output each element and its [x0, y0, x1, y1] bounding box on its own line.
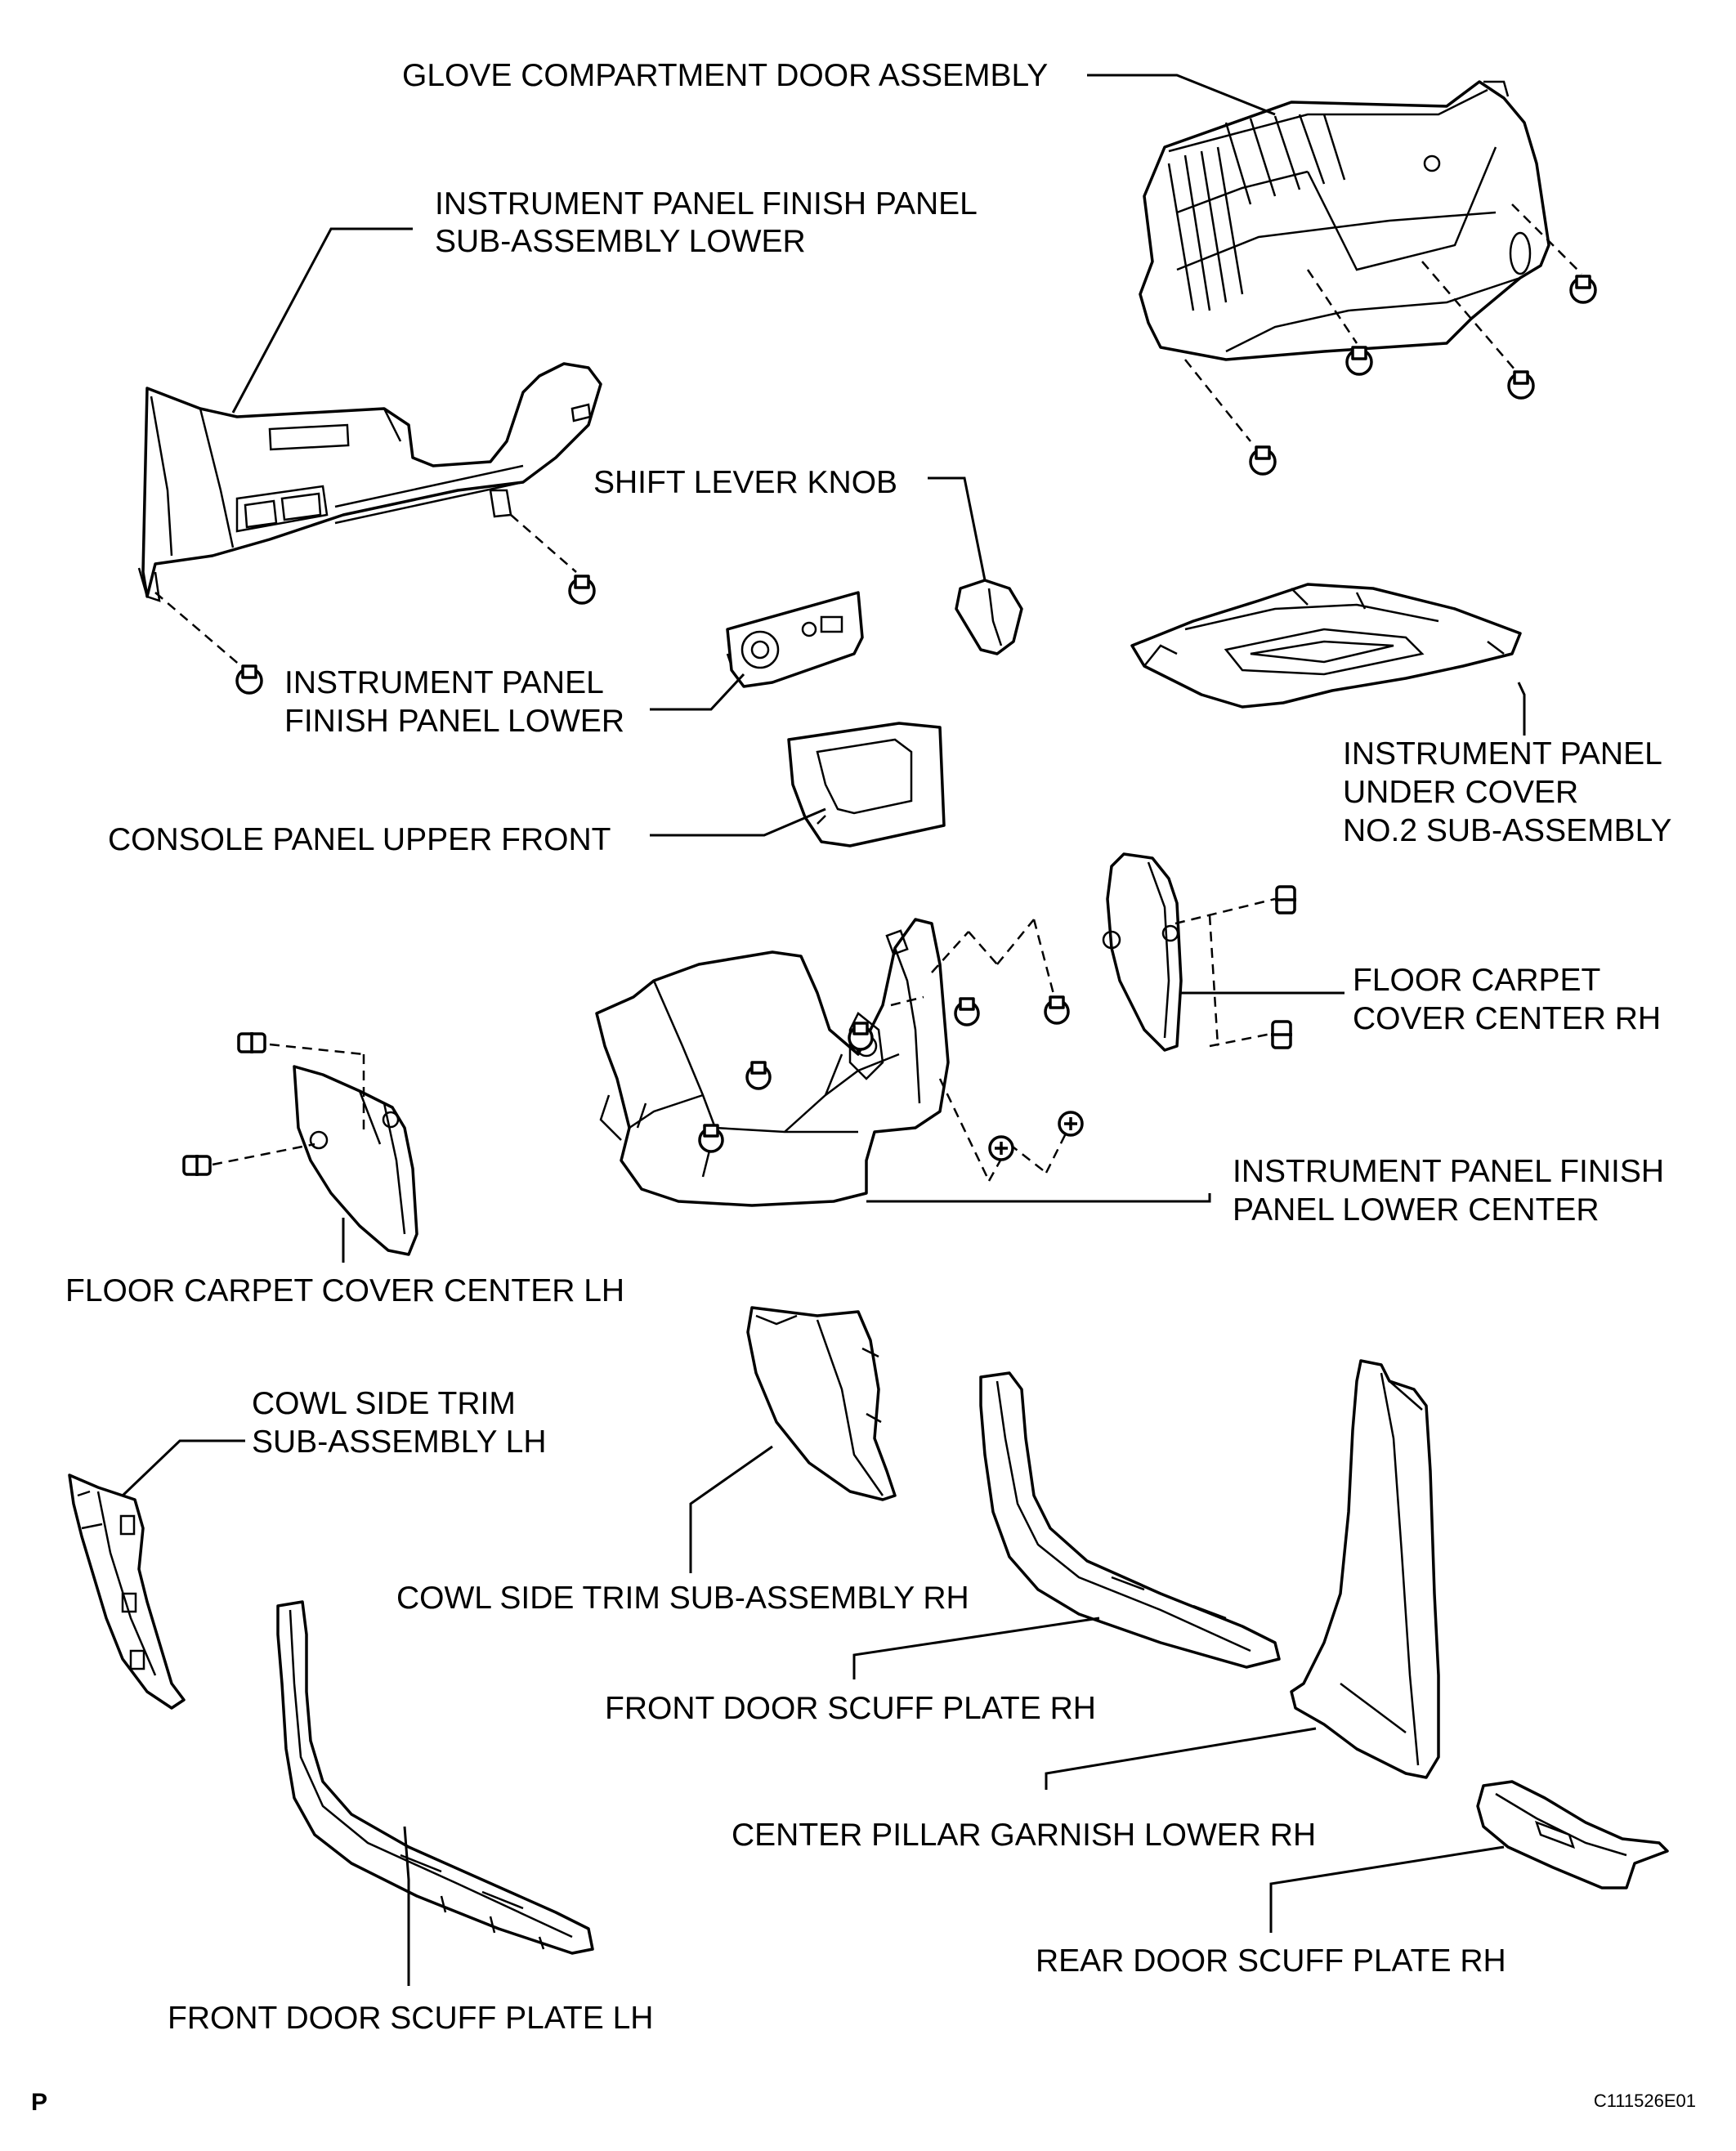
cowl-side-trim-lh — [68, 1474, 186, 1710]
front-door-scuff-plate-lh — [276, 1600, 594, 1955]
floor-carpet-lh-clips — [182, 1032, 365, 1176]
label-ip-finish-panel-sub-lower-line2: SUB-ASSEMBLY LOWER — [435, 224, 806, 259]
label-rear-door-scuff-rh: REAR DOOR SCUFF PLATE RH — [1036, 1943, 1506, 1979]
label-ip-finish-panel-lower-line1: INSTRUMENT PANEL — [284, 665, 604, 700]
label-ip-finish-panel-lower-line2: FINISH PANEL LOWER — [284, 704, 624, 739]
label-ip-finish-panel-lower-center-line2: PANEL LOWER CENTER — [1233, 1192, 1600, 1228]
label-ip-under-cover-line3: NO.2 SUB-ASSEMBLY — [1343, 813, 1671, 848]
shift-lever-knob — [955, 579, 1023, 655]
label-console-panel-upper-front: CONSOLE PANEL UPPER FRONT — [108, 822, 611, 857]
front-door-scuff-plate-rh — [979, 1371, 1281, 1669]
label-ip-under-cover-line1: INSTRUMENT PANEL — [1343, 736, 1662, 771]
label-floor-carpet-rh-line2: COVER CENTER RH — [1353, 1001, 1661, 1036]
label-ip-finish-panel-sub-lower-line1: INSTRUMENT PANEL FINISH PANEL — [435, 186, 978, 221]
floor-carpet-cover-center-lh — [293, 1065, 418, 1256]
floor-carpet-cover-center-rh — [1102, 852, 1183, 1052]
label-center-pillar-garnish: CENTER PILLAR GARNISH LOWER RH — [732, 1818, 1316, 1853]
rear-door-scuff-plate-rh — [1476, 1780, 1669, 1889]
labels: GLOVE COMPARTMENT DOOR ASSEMBLY INSTRUME… — [31, 58, 1696, 2116]
figure-code: C111526E01 — [1594, 2091, 1696, 2111]
label-ip-under-cover-line2: UNDER COVER — [1343, 775, 1578, 810]
corner-mark: P — [31, 2089, 47, 2116]
label-shift-lever-knob: SHIFT LEVER KNOB — [593, 465, 897, 500]
label-ip-finish-panel-lower-center-line1: INSTRUMENT PANEL FINISH — [1233, 1154, 1664, 1189]
ip-under-cover-no2 — [1130, 583, 1522, 709]
ip-finish-panel-sub-assembly-lower — [137, 362, 602, 602]
ip-finish-panel-lower — [726, 591, 864, 688]
console-panel-upper-front — [787, 722, 946, 847]
ip-lower-center-screws — [698, 919, 1084, 1182]
label-cowl-side-rh: COWL SIDE TRIM SUB-ASSEMBLY RH — [396, 1581, 969, 1616]
cowl-side-trim-rh — [746, 1306, 897, 1501]
label-floor-carpet-lh: FLOOR CARPET COVER CENTER LH — [65, 1273, 624, 1308]
label-cowl-side-lh-line1: COWL SIDE TRIM — [252, 1386, 516, 1421]
ip-lower-screws — [154, 514, 596, 695]
glove-box-screws — [1184, 203, 1597, 476]
label-front-door-scuff-lh: FRONT DOOR SCUFF PLATE LH — [168, 2001, 653, 2036]
ip-finish-panel-lower-center — [595, 918, 950, 1207]
floor-carpet-rh-clips — [1174, 885, 1296, 1049]
center-pillar-garnish-lower-rh — [1290, 1359, 1440, 1779]
label-front-door-scuff-rh: FRONT DOOR SCUFF PLATE RH — [605, 1691, 1096, 1726]
leader-lines — [121, 74, 1526, 1986]
label-cowl-side-lh-line2: SUB-ASSEMBLY LH — [252, 1424, 547, 1460]
label-glove-compartment-door-assembly: GLOVE COMPARTMENT DOOR ASSEMBLY — [402, 58, 1048, 93]
glove-compartment-door-assembly — [1139, 80, 1550, 361]
label-floor-carpet-rh-line1: FLOOR CARPET — [1353, 963, 1600, 998]
